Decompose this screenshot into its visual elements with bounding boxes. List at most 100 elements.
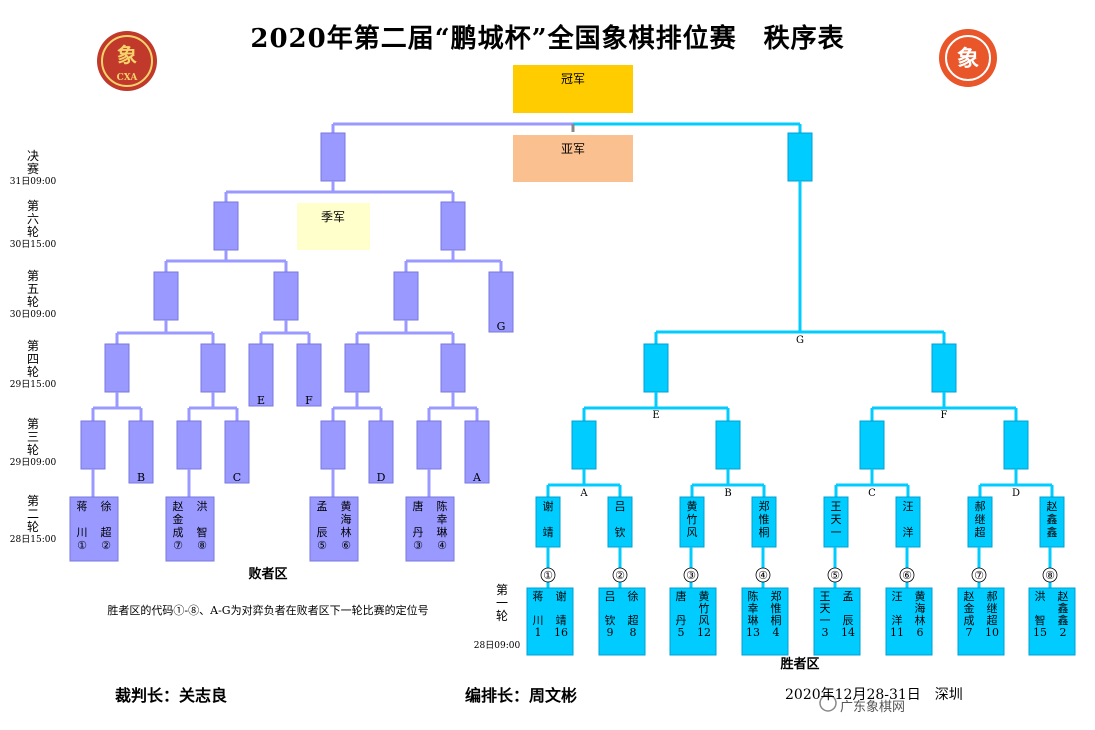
loser-r5-box-g bbox=[488, 271, 514, 333]
player-name: 郑惟桐 bbox=[759, 499, 770, 539]
winner-r3-box bbox=[1003, 420, 1029, 470]
loser-r3-box bbox=[80, 420, 106, 470]
winner-r2-box bbox=[1039, 496, 1065, 548]
player-name: 汪 洋 bbox=[903, 500, 914, 539]
loser-zone-label: 败者区 bbox=[248, 566, 287, 582]
third-place-label: 季军 bbox=[321, 210, 345, 224]
seed-circle bbox=[540, 567, 556, 583]
loser-r4-box-e bbox=[248, 343, 274, 407]
player-name: 赵鑫鑫 bbox=[1047, 499, 1058, 539]
player-name: 谢 靖 bbox=[543, 499, 554, 539]
code-e-label: E bbox=[257, 394, 265, 407]
round-time-label: 29日09:00 bbox=[10, 457, 57, 468]
round-time-label: 30日15:00 bbox=[10, 239, 57, 250]
code-g-label: G bbox=[497, 320, 506, 333]
cxa-logo-icon bbox=[97, 31, 157, 91]
runner-up-box bbox=[513, 135, 633, 182]
loser-r4-box-f bbox=[296, 343, 322, 407]
champion-box bbox=[513, 65, 633, 113]
code-b-label: B bbox=[137, 471, 145, 484]
loser-final-box bbox=[320, 132, 346, 182]
loser-r6-box bbox=[213, 201, 239, 251]
code-f-winner-label: F bbox=[941, 410, 948, 421]
watermark-text: 广东象棋网 bbox=[840, 700, 906, 715]
loser-r5-box bbox=[273, 271, 299, 321]
seed-circle bbox=[612, 567, 628, 583]
seed-code: ② bbox=[615, 569, 625, 582]
seed-code: ⑦ bbox=[974, 569, 984, 582]
seed-circle bbox=[827, 567, 843, 583]
loser-r6-box bbox=[440, 201, 466, 251]
cxa-logo-ring bbox=[101, 35, 153, 87]
winner-r2-box bbox=[679, 496, 705, 548]
round-name-label: 决赛 bbox=[27, 149, 39, 176]
code-g-winner-label: G bbox=[796, 335, 804, 346]
loser-r4-box bbox=[104, 343, 130, 393]
round-name-label: 第五轮 bbox=[27, 269, 39, 309]
third-place-box bbox=[297, 203, 370, 250]
note-label: 胜者区的代码①-⑧、A-G为对弈负者在败者区下一轮比赛的定位号 bbox=[107, 603, 428, 617]
round-name-label: 第六轮 bbox=[27, 199, 39, 239]
cxa-logo-text: CXA bbox=[117, 73, 139, 83]
loser-r4-box bbox=[440, 343, 466, 393]
winner-r2-box bbox=[823, 496, 849, 548]
seed-circle bbox=[1042, 567, 1058, 583]
code-winner-r2-label: C bbox=[868, 488, 876, 499]
page-title: 2020年第二届“鹏城杯”全国象棋排位赛 秩序表 bbox=[250, 24, 845, 54]
cxa-logo-glyph: 象 bbox=[117, 43, 137, 67]
seed-circle bbox=[899, 567, 915, 583]
winner-r1-box bbox=[526, 587, 574, 656]
round-time-label: 29日15:00 bbox=[10, 379, 57, 390]
pengcheng-logo-icon bbox=[939, 29, 997, 87]
loser-r2-box bbox=[405, 496, 455, 562]
wechat-icon bbox=[819, 694, 837, 712]
winner-r1-box bbox=[1028, 587, 1076, 656]
loser-r2-box bbox=[309, 496, 359, 562]
winner-r4-box bbox=[931, 343, 957, 393]
code-a-label: A bbox=[472, 471, 482, 484]
player-name: 吕 钦 bbox=[615, 500, 626, 539]
seed-code: ① bbox=[543, 569, 553, 582]
winner-final-box bbox=[787, 132, 813, 182]
winner-r1-box bbox=[741, 587, 789, 656]
loser-r3-box bbox=[320, 420, 346, 470]
loser-r3-box-d bbox=[368, 420, 394, 484]
winner-r1-box bbox=[885, 587, 933, 656]
seed-code: ④ bbox=[758, 569, 768, 582]
round-name-label: 第三轮 bbox=[27, 417, 39, 457]
winner-r2-box bbox=[607, 496, 633, 548]
winner-r2-box bbox=[967, 496, 993, 548]
player-name: 王天一 bbox=[831, 500, 842, 539]
loser-r3-box-c bbox=[224, 420, 250, 484]
loser-r3-box bbox=[416, 420, 442, 470]
winner-r2-box bbox=[895, 496, 921, 548]
winner-zone-label: 胜者区 bbox=[780, 656, 819, 672]
loser-r2-box bbox=[165, 496, 215, 562]
seed-circle bbox=[683, 567, 699, 583]
round-name-label: 第一轮 bbox=[496, 583, 508, 623]
loser-r5-box bbox=[393, 271, 419, 321]
pengcheng-logo-glyph: 象 bbox=[957, 46, 979, 72]
code-e-winner-label: E bbox=[652, 410, 659, 421]
winner-r1-box bbox=[957, 587, 1005, 656]
loser-r3-box-b bbox=[128, 420, 154, 484]
seed-code: ⑥ bbox=[902, 569, 912, 582]
